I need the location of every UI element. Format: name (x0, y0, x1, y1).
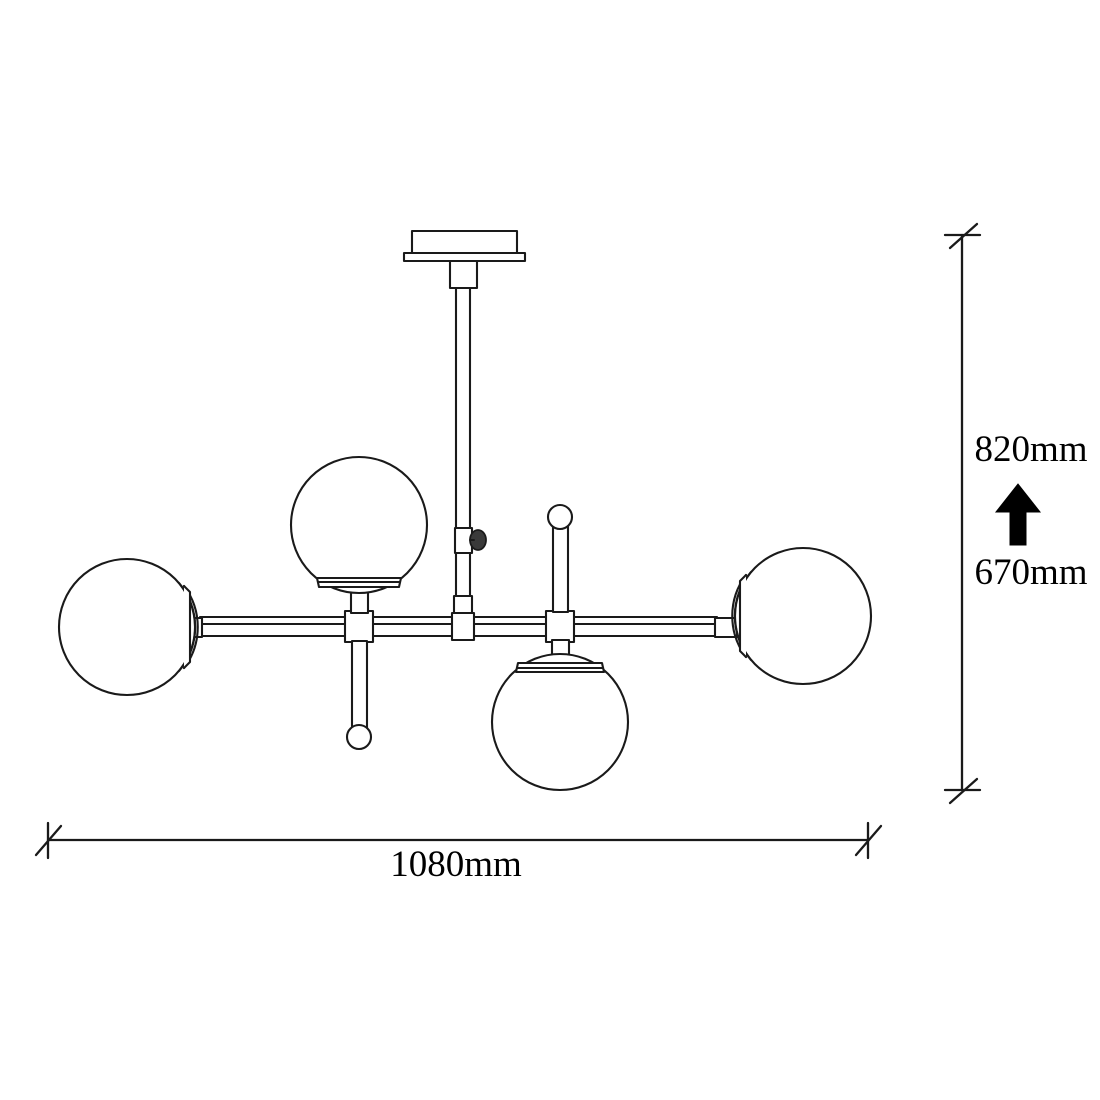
dimension-label-width: 1080mm (390, 844, 522, 885)
globe-bottom-center (490, 638, 630, 792)
ceiling-canopy (402, 229, 527, 290)
dimension-label-height-min: 670mm (974, 552, 1088, 593)
thumbscrew-knob (469, 529, 487, 551)
dimension-line-width (34, 821, 883, 860)
globe-upper-left (289, 455, 429, 615)
up-arrow-icon (994, 483, 1042, 546)
finial-up (546, 503, 574, 614)
drop-rod (452, 286, 474, 622)
globe-left (57, 557, 204, 697)
connector-blocks (343, 609, 576, 644)
globe-right (713, 546, 873, 686)
dimension-label-height-max: 820mm (974, 429, 1088, 470)
finial-down (345, 639, 373, 751)
dimension-line-height (943, 222, 982, 805)
